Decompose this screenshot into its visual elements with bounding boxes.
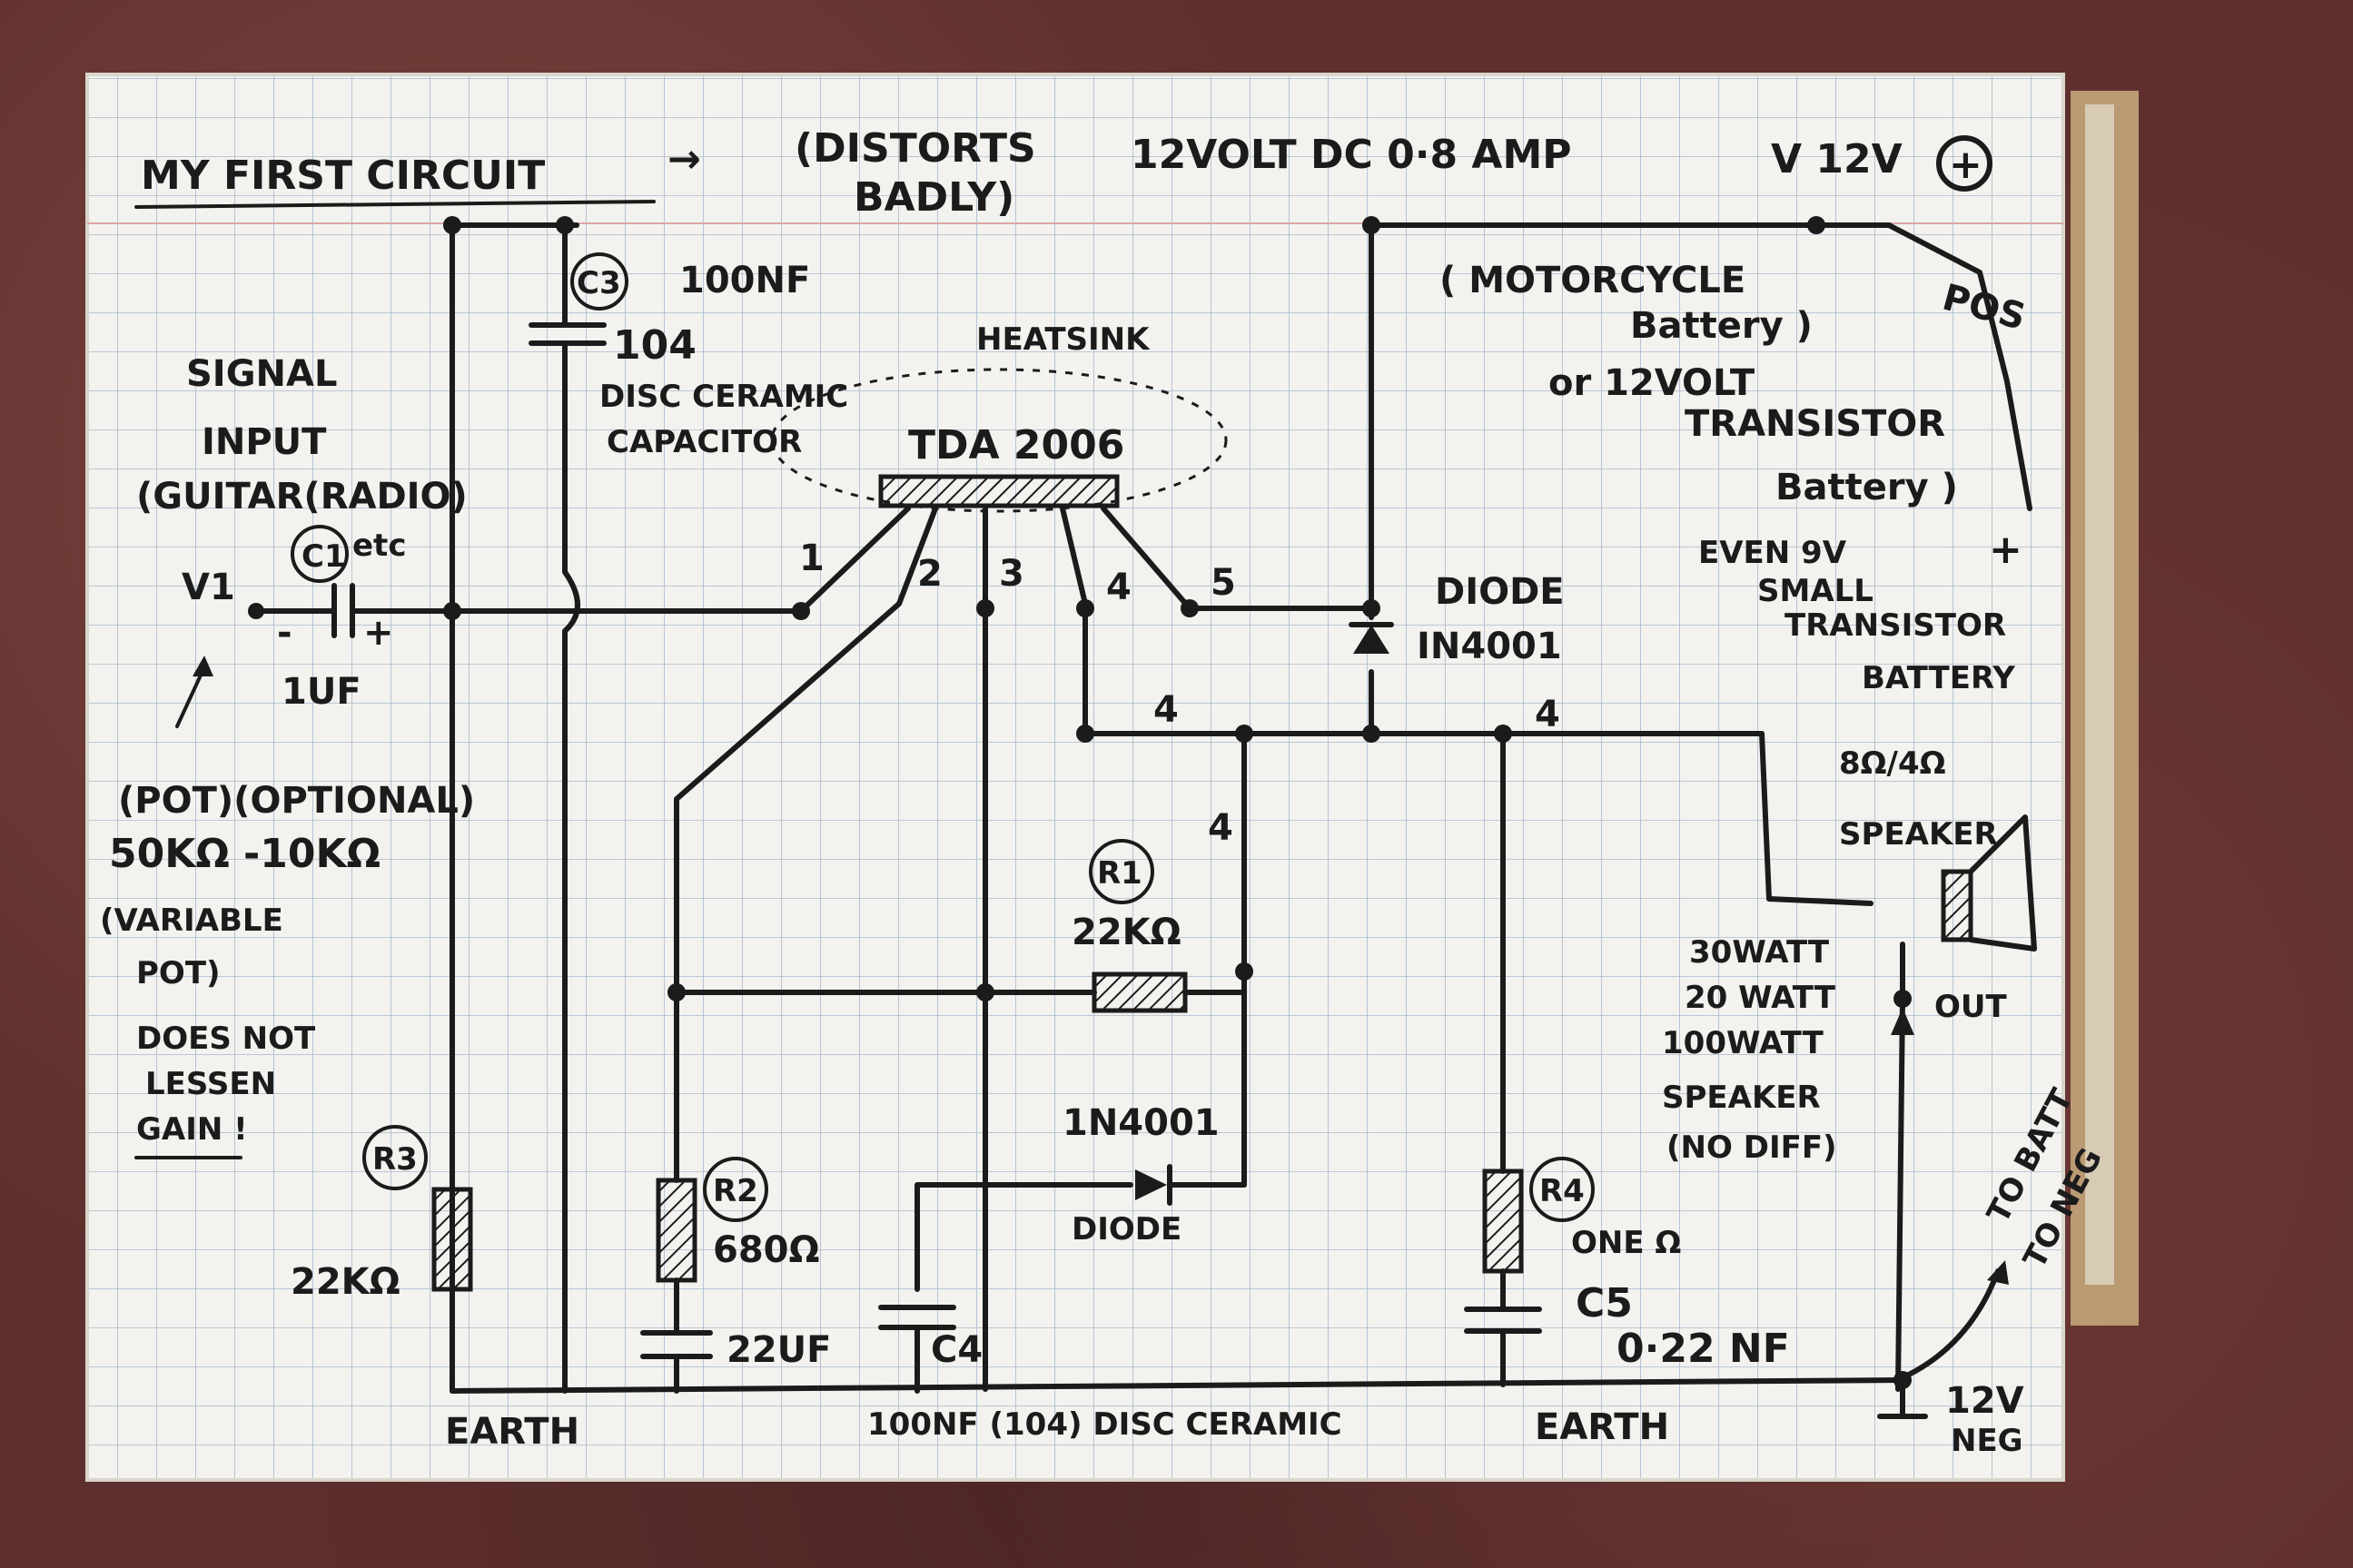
- c1-circle: [291, 525, 349, 583]
- r4-value: ONE Ω: [1571, 1225, 1681, 1261]
- title-main: MY FIRST CIRCUIT: [141, 153, 545, 199]
- input-block: SIGNAL INPUT (GUITAR(RADIO) C1 etc V1 - …: [100, 353, 475, 1159]
- pot-line-7: GAIN !: [136, 1111, 248, 1148]
- battery-line-3: or 12VOLT: [1548, 362, 1755, 404]
- title-note-1: (DISTORTS: [795, 125, 1036, 172]
- alt-line-2: SMALL: [1757, 573, 1874, 609]
- diode-top-line-1: DIODE: [1435, 571, 1565, 613]
- heatsink-label: HEATSINK: [976, 321, 1151, 358]
- r2-value: 680Ω: [713, 1229, 820, 1271]
- pin-2: 2: [917, 553, 943, 595]
- pot-line-3: (VARIABLE: [100, 902, 283, 939]
- pin-3: 3: [999, 553, 1024, 595]
- diode-top: DIODE IN4001: [1349, 571, 1565, 667]
- title-supply: 12VOLT DC 0·8 AMP: [1131, 132, 1571, 178]
- ic-body: [878, 474, 1120, 508]
- pin-4: 4: [1106, 567, 1132, 608]
- pot-line-4: POT): [136, 955, 221, 991]
- speaker-watt-2: 20 WATT: [1685, 980, 1836, 1016]
- c4-desc: 100NF (104) DISC CERAMIC: [867, 1406, 1342, 1443]
- pot-line-1: (POT)(OPTIONAL): [118, 780, 475, 822]
- title-arrow: →: [667, 136, 701, 182]
- c3-label: C3: [577, 265, 621, 301]
- c1-minus: -: [277, 612, 292, 654]
- title-block: MY FIRST CIRCUIT → (DISTORTS BADLY) 12VO…: [134, 125, 1571, 221]
- battery-line-5: Battery ): [1775, 467, 1958, 508]
- r1-block: R1 22KΩ: [1072, 839, 1188, 1013]
- input-line-1: SIGNAL: [186, 353, 337, 395]
- speaker-label: SPEAKER: [1839, 816, 1998, 853]
- r1-label: R1: [1097, 855, 1142, 892]
- pot-line-6: LESSEN: [145, 1066, 276, 1102]
- c5-value: 0·22 NF: [1616, 1326, 1790, 1372]
- c3-desc-2: CAPACITOR: [607, 424, 802, 460]
- c3-value: 100NF: [679, 260, 810, 301]
- plus-sign: +: [1949, 142, 1982, 188]
- r1-value: 22KΩ: [1072, 912, 1181, 953]
- net-4-c: 4: [1208, 807, 1233, 849]
- neg-line-2: NEG: [1951, 1423, 2023, 1459]
- diode-bottom-label: DIODE: [1072, 1211, 1181, 1247]
- speaker-watt-3: 100WATT: [1662, 1025, 1824, 1061]
- speaker-impedance: 8Ω/4Ω: [1839, 745, 1946, 782]
- speaker-note: (NO DIFF): [1666, 1129, 1837, 1166]
- plus-terminal: [1936, 135, 1992, 192]
- c4-label: C4: [931, 1329, 983, 1371]
- v12-label: V 12V: [1771, 136, 1903, 182]
- input-line-2: INPUT: [202, 421, 327, 463]
- c1-value: 1UF: [282, 671, 361, 713]
- pin-1: 1: [799, 537, 825, 579]
- net-4-a: 4: [1153, 689, 1179, 731]
- c5-label: C5: [1576, 1280, 1633, 1326]
- alt-line-3: TRANSISTOR: [1785, 607, 2006, 644]
- speaker-block: 8Ω/4Ω SPEAKER 30WATT 20 WATT 100WATT SPE…: [1662, 745, 2037, 1166]
- diode-top-line-2: IN4001: [1417, 626, 1562, 667]
- speaker-watt-4: SPEAKER: [1662, 1080, 1821, 1116]
- pot-line-2: 50KΩ -10KΩ: [109, 831, 381, 877]
- pot-line-5: DOES NOT: [136, 1021, 316, 1057]
- diode-bottom: 1N4001 DIODE: [1063, 1102, 1220, 1247]
- earth-right: EARTH: [1535, 1406, 1669, 1448]
- diode-bottom-part: 1N4001: [1063, 1102, 1220, 1144]
- battery-line-2: Battery ): [1630, 305, 1813, 347]
- alt-line-1: EVEN 9V: [1698, 535, 1847, 571]
- c1-label: C1: [302, 538, 346, 575]
- r4-block: R4 ONE Ω C5 0·22 NF: [1464, 1157, 1790, 1387]
- notepad: [85, 73, 2139, 1482]
- battery-line-4: TRANSISTOR: [1685, 403, 1945, 445]
- wiring: [443, 216, 2032, 1419]
- alt-plus: +: [1989, 527, 2022, 573]
- input-line-3: (GUITAR(RADIO): [136, 476, 468, 518]
- c3-code: 104: [613, 322, 697, 369]
- etc-label: etc: [352, 528, 406, 564]
- r2-block: R2 680Ω 22UF: [640, 1157, 831, 1394]
- r2-label: R2: [713, 1173, 758, 1209]
- r4-label: R4: [1539, 1173, 1585, 1209]
- alt-line-4: BATTERY: [1862, 660, 2015, 696]
- ic-name: TDA 2006: [908, 422, 1124, 468]
- c4-block: C4 100NF (104) DISC CERAMIC: [867, 1305, 1342, 1443]
- speaker-watt-1: 30WATT: [1689, 934, 1830, 971]
- v1-label: V1: [182, 567, 235, 608]
- earth-left: EARTH: [445, 1411, 579, 1453]
- r3-value: 22KΩ: [291, 1261, 400, 1303]
- c3-block: C3 100NF 104 DISC CERAMIC CAPACITOR: [529, 252, 848, 460]
- ic-block: HEATSINK TDA 2006 1 2 3 4 5 4 4 4: [770, 321, 1560, 849]
- speaker-out: OUT: [1934, 989, 2008, 1025]
- pin-5: 5: [1211, 562, 1236, 604]
- c1-plus: +: [363, 612, 394, 654]
- battery-line-1: ( MOTORCYCLE: [1439, 260, 1745, 301]
- c22uf-value: 22UF: [727, 1329, 831, 1371]
- net-4-b: 4: [1535, 694, 1560, 735]
- c3-desc-1: DISC CERAMIC: [599, 379, 848, 415]
- r3-block: R3 22KΩ: [291, 1125, 473, 1303]
- neg-line-1: 12V: [1945, 1380, 2024, 1422]
- title-note-2: BADLY): [854, 174, 1014, 221]
- r3-label: R3: [372, 1141, 418, 1178]
